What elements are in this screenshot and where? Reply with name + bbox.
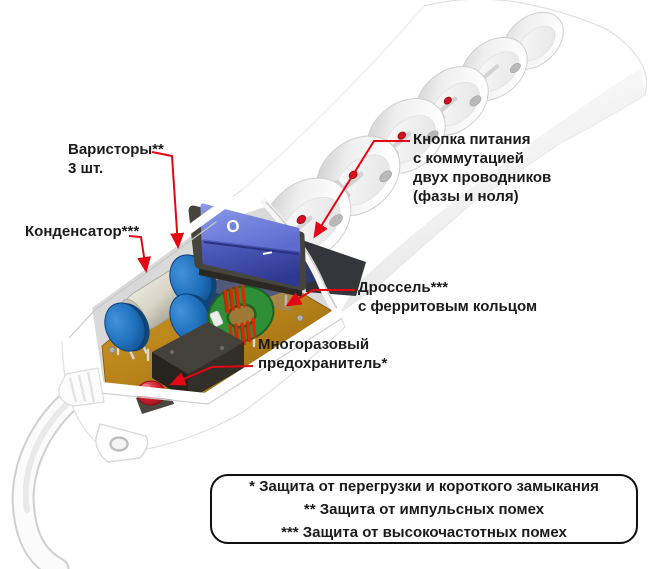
- label-varistors: Варисторы** 3 шт.: [68, 140, 164, 178]
- label-power-button-line3: двух проводников: [413, 169, 552, 186]
- mounting-tab: [95, 423, 149, 463]
- label-fuse-line2: предохранитель*: [258, 355, 388, 372]
- legend-box: * Защита от перегрузки и короткого замык…: [210, 474, 638, 544]
- label-fuse-line1: Многоразовый: [258, 336, 370, 353]
- label-choke: Дроссель*** с ферритовым кольцом: [358, 278, 537, 316]
- label-capacitor-line1: Конденсатор***: [25, 223, 140, 240]
- label-power-button-line4: (фазы и ноля): [413, 188, 519, 205]
- label-power-button: Кнопка питания с коммутацией двух провод…: [413, 130, 551, 206]
- legend-line-hf: *** Защита от высокочастотных помех: [281, 523, 567, 541]
- indicator-dot: [443, 96, 452, 105]
- arrow-choke: [285, 289, 355, 307]
- choke-toroid: [207, 284, 275, 347]
- annotation-arrows: [128, 140, 410, 386]
- label-choke-line2: с ферритовым кольцом: [358, 298, 538, 315]
- label-choke-line1: Дроссель***: [358, 279, 449, 296]
- label-power-button-line1: Кнопка питания: [413, 131, 531, 148]
- legend-line-impulse: ** Защита от импульсных помех: [303, 500, 545, 518]
- switch-off-marking: O: [225, 216, 241, 237]
- arrow-fuse: [169, 365, 254, 386]
- label-varistors-line2: 3 шт.: [68, 160, 104, 177]
- legend-line-overload: * Защита от перегрузки и короткого замык…: [249, 477, 599, 495]
- label-fuse: Многоразовый предохранитель*: [258, 335, 387, 373]
- power-switch: O I: [188, 203, 307, 297]
- label-capacitor: Конденсатор***: [25, 222, 139, 241]
- arrow-varistors: [151, 151, 185, 249]
- strip-side-face: [339, 68, 645, 313]
- arrow-capacitor: [128, 235, 151, 273]
- varistor-3: [104, 302, 150, 360]
- cable-strain-relief: [58, 367, 105, 407]
- indicator-dot: [296, 214, 307, 225]
- label-varistors-line1: Варисторы**: [68, 141, 164, 158]
- switch-on-marking: I: [260, 250, 275, 256]
- arrow-power-button: [313, 140, 410, 239]
- label-power-button-line2: с коммутацией: [413, 150, 524, 167]
- indicator-dot: [397, 131, 406, 140]
